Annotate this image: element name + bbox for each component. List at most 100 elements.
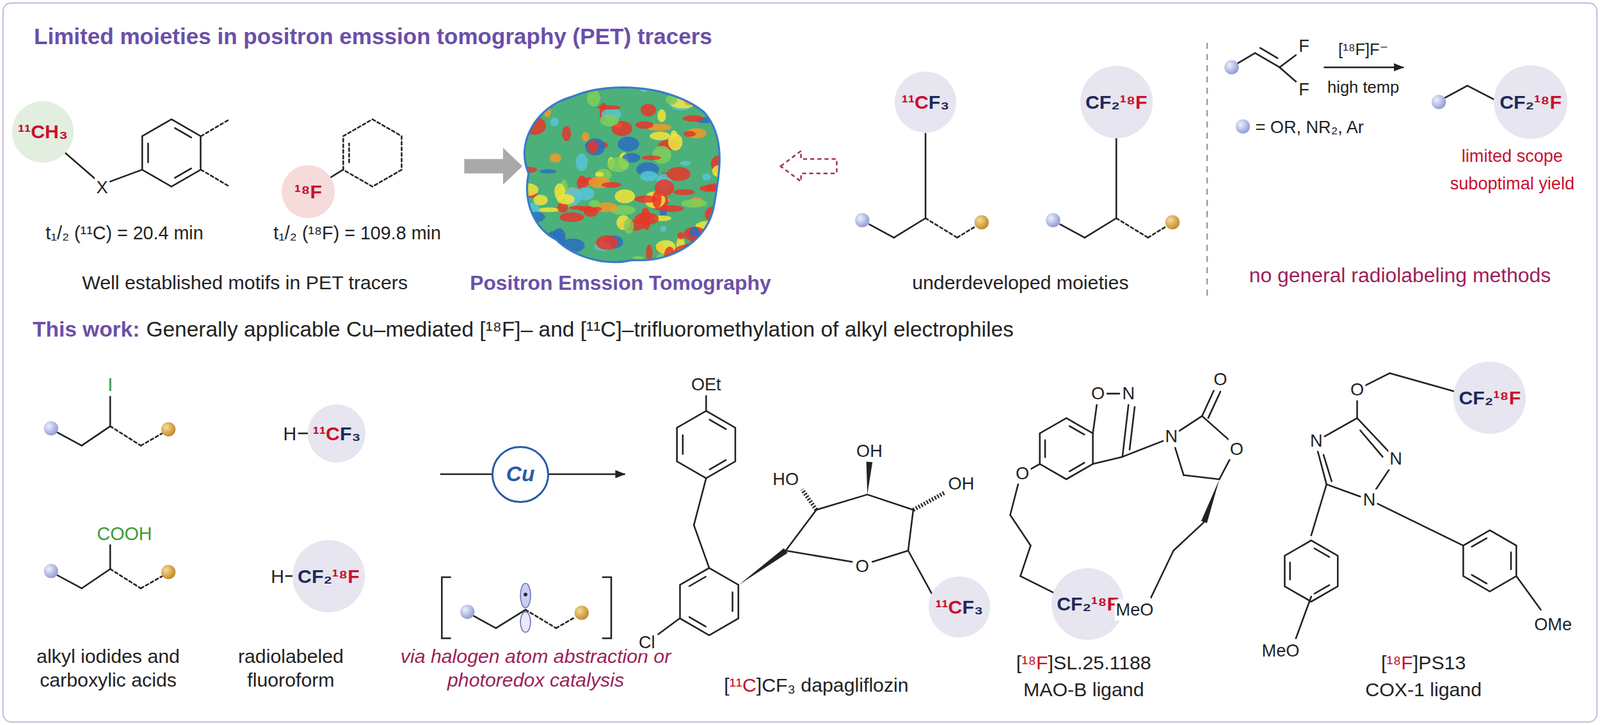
bond-line [869, 224, 894, 239]
bond-line [440, 473, 493, 476]
heat-spot [531, 91, 549, 98]
bond-line [1296, 596, 1312, 639]
bond-line [1148, 226, 1167, 239]
radical-orbital [520, 611, 531, 633]
bond-line [913, 492, 945, 511]
bond-line [1279, 67, 1296, 82]
wedge-bond [1201, 479, 1220, 524]
label: high temp [1326, 76, 1401, 97]
circle-text: ¹¹C [312, 423, 340, 445]
double-bond [731, 592, 734, 611]
label: alkyl iodides and carboxylic acids [10, 645, 207, 692]
heat-spot [569, 205, 585, 210]
bond-line [657, 618, 680, 635]
heat-spot [680, 199, 708, 208]
label: ¹¹C [729, 673, 757, 697]
ring [1463, 530, 1517, 592]
heat-spot [597, 105, 621, 111]
bond-line [1084, 218, 1117, 238]
bond-line [110, 426, 141, 446]
substituent-ball [574, 606, 589, 621]
label: O [854, 556, 871, 578]
bond-line [894, 218, 926, 238]
bond-line [785, 510, 817, 552]
heat-spot [588, 199, 600, 208]
double-bond [174, 168, 192, 178]
label: MeO [1114, 599, 1156, 621]
heat-spot [587, 140, 598, 154]
circle-text: ¹¹C [935, 596, 962, 618]
double-bond [1472, 538, 1487, 547]
heat-spot [641, 155, 662, 161]
bond-line [1219, 455, 1232, 480]
bond-line [1390, 373, 1456, 392]
substituent-ball [161, 565, 176, 580]
bond-line [56, 432, 82, 447]
bond-line [1279, 55, 1296, 68]
highlight-circle: CF₂¹⁸F [1493, 65, 1568, 139]
double-bond [1044, 440, 1047, 458]
bond-line [1150, 551, 1174, 598]
heat-spot [640, 208, 651, 225]
ring [1040, 417, 1094, 480]
wedge-bond [738, 548, 788, 585]
bond-line [1115, 133, 1118, 219]
heat-spot [693, 248, 709, 265]
bond-line [1122, 440, 1165, 457]
heat-spot [533, 194, 548, 206]
label: OH [947, 472, 976, 495]
heat-spot [601, 182, 622, 189]
double-bond [1314, 584, 1330, 594]
label: underdeveloped moieties [910, 270, 1130, 294]
double-bond [689, 576, 706, 587]
bond-line [1360, 430, 1383, 457]
bond-line [957, 226, 976, 239]
bond-line [693, 525, 710, 569]
bond-line [1030, 464, 1040, 470]
divider [1206, 42, 1208, 301]
heat-spot [524, 234, 533, 242]
heat-spot [659, 225, 667, 232]
label: O [1014, 463, 1031, 485]
bond-line [1467, 85, 1496, 100]
double-bond [1069, 462, 1085, 472]
bond-line [1093, 456, 1123, 464]
heat-spot [576, 263, 584, 270]
double-bond [1288, 562, 1291, 580]
circle-text: CF₂ [1458, 387, 1494, 409]
label: I [106, 373, 114, 396]
heat-spot [640, 103, 656, 117]
label: COOH [95, 522, 153, 545]
label: ]CF₃ dapagliflozin [756, 673, 909, 697]
bond-line [872, 551, 909, 563]
brain-outline [524, 87, 720, 263]
bond-line [1009, 515, 1031, 546]
label: = OR, NR₂, Ar [1254, 117, 1366, 139]
label: suboptimal yield [1448, 173, 1576, 195]
label: ¹⁸F [1021, 651, 1048, 675]
label: via halogen atom abstraction or photored… [396, 645, 675, 692]
chemical-bond [56, 48, 1541, 639]
bond-line [1129, 407, 1135, 450]
bond-line [1357, 417, 1389, 452]
circle-text: ¹⁸F [332, 565, 360, 587]
label: COX-1 ligand [1363, 678, 1483, 702]
heat-spot [600, 113, 619, 127]
circle-text: ¹⁸F [294, 181, 322, 203]
heat-spot [693, 237, 719, 255]
bond-line [140, 433, 162, 446]
label: [ [723, 673, 729, 697]
heat-spot [576, 187, 595, 201]
circle-text: ¹⁸F [1493, 387, 1521, 409]
double-bond [1472, 574, 1487, 584]
heat-spot [701, 78, 711, 89]
label: t₁/₂ (¹¹C) = 20.4 min [44, 221, 205, 244]
bond-line [1173, 522, 1205, 552]
heat-spot [680, 160, 691, 166]
heat-spot [673, 189, 696, 196]
reaction-arrow [1324, 66, 1404, 69]
circle-text: ¹⁸F [1534, 91, 1562, 113]
bond-line [200, 169, 230, 187]
bond-line [908, 510, 914, 552]
highlight-circle: Cu [491, 446, 549, 504]
